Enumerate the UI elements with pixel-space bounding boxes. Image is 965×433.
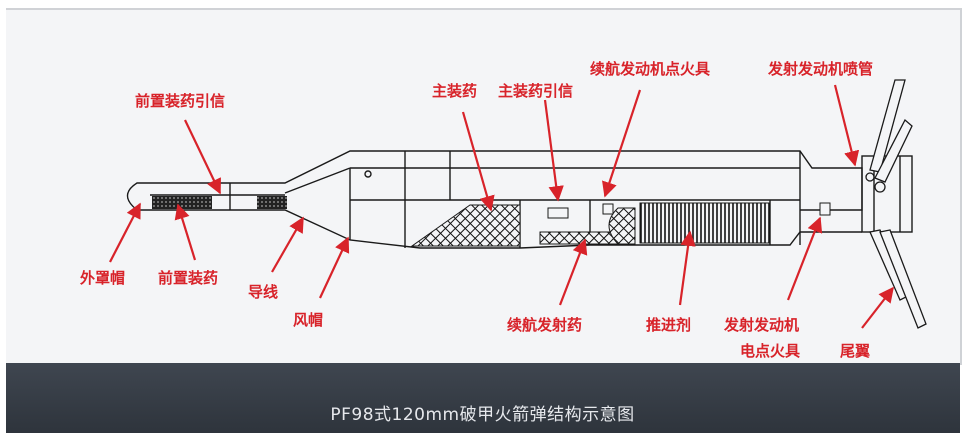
label-main-fuze: 主装药引信 xyxy=(498,82,573,100)
label-propellant: 推进剂 xyxy=(646,316,691,334)
figure-caption: PF98式120mm破甲火箭弹结构示意图 xyxy=(330,405,635,425)
tail-fins xyxy=(865,79,927,329)
caption-band xyxy=(6,363,960,433)
label-launch-igniter-1: 发射发动机 xyxy=(723,316,799,334)
leader-lines xyxy=(109,84,894,329)
label-tail-fins: 尾翼 xyxy=(840,342,870,360)
label-windshield: 风帽 xyxy=(293,311,323,329)
label-front-fuze: 前置装药引信 xyxy=(135,92,225,110)
label-launch-nozzle: 发射发动机喷管 xyxy=(767,60,873,78)
front-charge-hatch xyxy=(152,196,212,209)
label-outer-cap: 外罩帽 xyxy=(79,269,125,287)
forward-tube xyxy=(150,150,863,211)
label-front-charge: 前置装药 xyxy=(158,269,218,287)
label-wire: 导线 xyxy=(248,283,278,301)
label-sustainer-propellant: 续航发射药 xyxy=(507,316,582,334)
label-main-charge: 主装药 xyxy=(432,82,477,100)
main-charge-hatch xyxy=(410,204,521,247)
propellant-grain xyxy=(639,202,771,244)
label-sustainer-igniter: 续航发动机点火具 xyxy=(590,60,710,78)
label-launch-igniter-2: 电点火具 xyxy=(740,342,800,360)
